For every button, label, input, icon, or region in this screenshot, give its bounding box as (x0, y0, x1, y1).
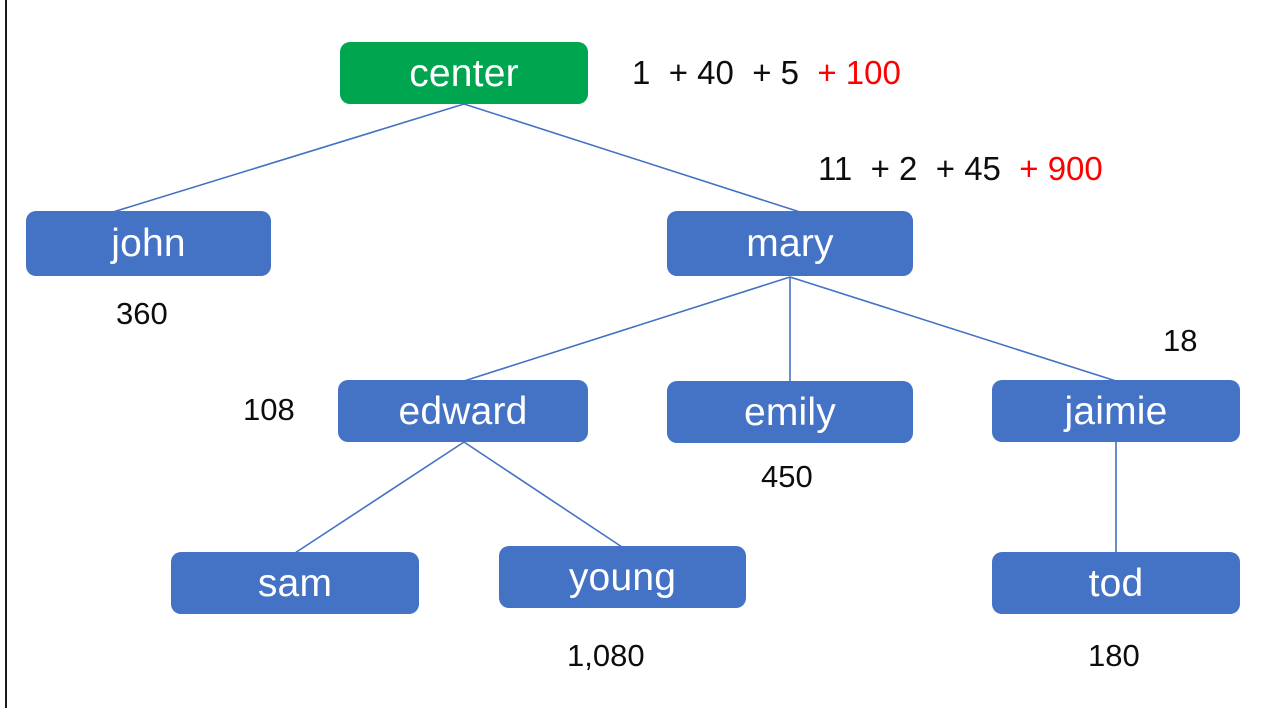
node-jaimie[interactable]: jaimie (992, 380, 1240, 442)
formula-segment: + 45 (935, 150, 1001, 187)
node-label: center (409, 51, 519, 95)
value-label-emily: 450 (761, 459, 813, 494)
node-label: john (111, 222, 186, 265)
node-label: edward (398, 389, 528, 433)
node-tod[interactable]: tod (992, 552, 1240, 614)
formula-segment: 1 (632, 54, 651, 91)
node-young[interactable]: young (499, 546, 746, 608)
value-label-jaimie: 18 (1163, 323, 1198, 358)
edge-mary-to-edward (463, 276, 791, 382)
formula-segment: + 2 (870, 150, 918, 187)
node-label: emily (743, 390, 836, 434)
formula-segment: + 40 (668, 54, 734, 91)
node-mary[interactable]: mary (667, 211, 913, 276)
node-label: young (568, 555, 677, 599)
formula-segment: + 100 (817, 54, 901, 91)
formula-segment: + 900 (1019, 150, 1103, 187)
left-edge-rule (5, 0, 7, 708)
edge-center-to-john (112, 103, 465, 213)
edge-edward-to-sam (294, 441, 465, 554)
node-john[interactable]: john (26, 211, 271, 276)
edge-edward-to-young (463, 441, 623, 548)
center-formula: 1 + 40 + 5 + 100 (632, 56, 901, 89)
formula-segment: + 5 (752, 54, 799, 91)
node-center[interactable]: center (340, 42, 588, 104)
edge-mary-to-jaimie (789, 276, 1117, 382)
edge-center-to-mary (463, 103, 801, 213)
node-label: jaimie (1064, 389, 1168, 433)
node-label: sam (257, 561, 333, 605)
node-edward[interactable]: edward (338, 380, 588, 442)
node-sam[interactable]: sam (171, 552, 419, 614)
value-label-edward: 108 (243, 392, 295, 427)
mary-formula: 11 + 2 + 45 + 900 (818, 152, 1103, 185)
formula-segment: 11 (818, 150, 853, 187)
value-label-young: 1,080 (567, 638, 645, 673)
node-label: mary (746, 222, 834, 265)
node-emily[interactable]: emily (667, 381, 913, 443)
value-label-john: 360 (116, 296, 168, 331)
node-label: tod (1088, 561, 1144, 605)
value-label-tod: 180 (1088, 638, 1140, 673)
